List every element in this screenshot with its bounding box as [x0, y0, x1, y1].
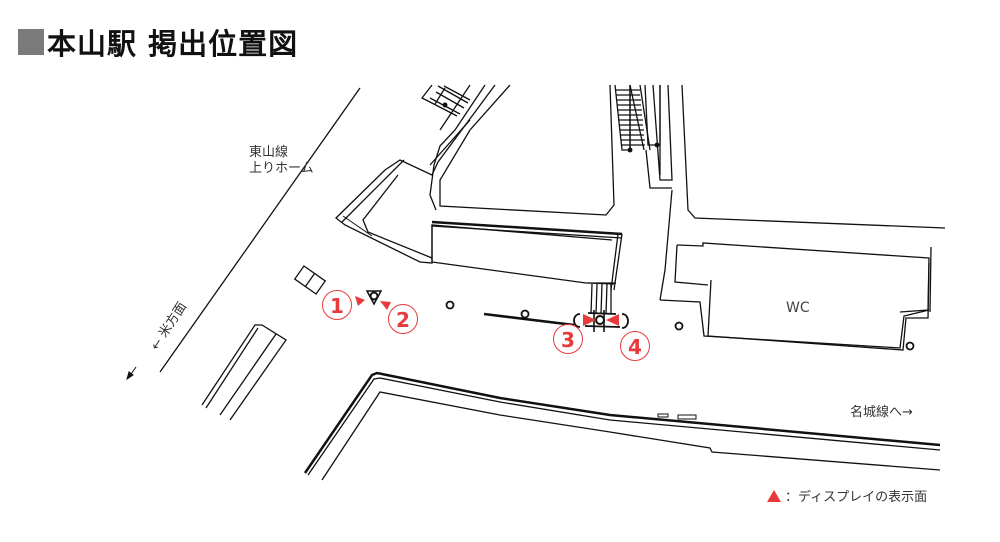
higashiyama-platform-label: 東山線 上りホーム [249, 145, 314, 177]
display-face-markers [355, 296, 619, 326]
platform-edge-line [159, 87, 361, 373]
display-face-icon-4 [606, 314, 619, 326]
north-stairs [614, 84, 946, 229]
direction-arrow-yone [126, 366, 137, 381]
marker-1[interactable]: 1 [322, 290, 352, 320]
display-face-icon-2 [380, 301, 391, 310]
display-face-icon-3 [583, 314, 596, 326]
wc-label: WC [786, 300, 810, 316]
display-pillar-1-2 [365, 290, 383, 306]
columns [445, 300, 915, 351]
title-square-icon [18, 29, 44, 55]
lower-wall [303, 371, 941, 481]
display-face-icon-1 [355, 296, 365, 306]
legend-text: ：ディスプレイの表示面 [785, 490, 928, 505]
lower-left-structure [201, 324, 287, 421]
corridor-line [659, 189, 673, 301]
platform-direction: 上りホーム [249, 161, 314, 176]
title-text: 本山駅 掲出位置図 [47, 27, 299, 61]
marker-4[interactable]: 4 [620, 331, 650, 361]
gate-pillar [573, 282, 629, 332]
platform-line-name: 東山線 [249, 145, 289, 160]
handrail-line [483, 312, 575, 327]
page-title: 本山駅 掲出位置図 [18, 22, 298, 62]
ticket-machine-box [293, 265, 327, 295]
marker-2[interactable]: 2 [388, 304, 418, 334]
marker-3[interactable]: 3 [553, 324, 583, 354]
central-concourse-block [335, 84, 623, 291]
red-triangle-icon [767, 489, 781, 502]
legend: ：ディスプレイの表示面 [767, 486, 927, 505]
toward-meijo-label: 名城線へ→ [850, 405, 913, 420]
wc-room [659, 242, 932, 351]
northwest-stairs [421, 84, 486, 211]
